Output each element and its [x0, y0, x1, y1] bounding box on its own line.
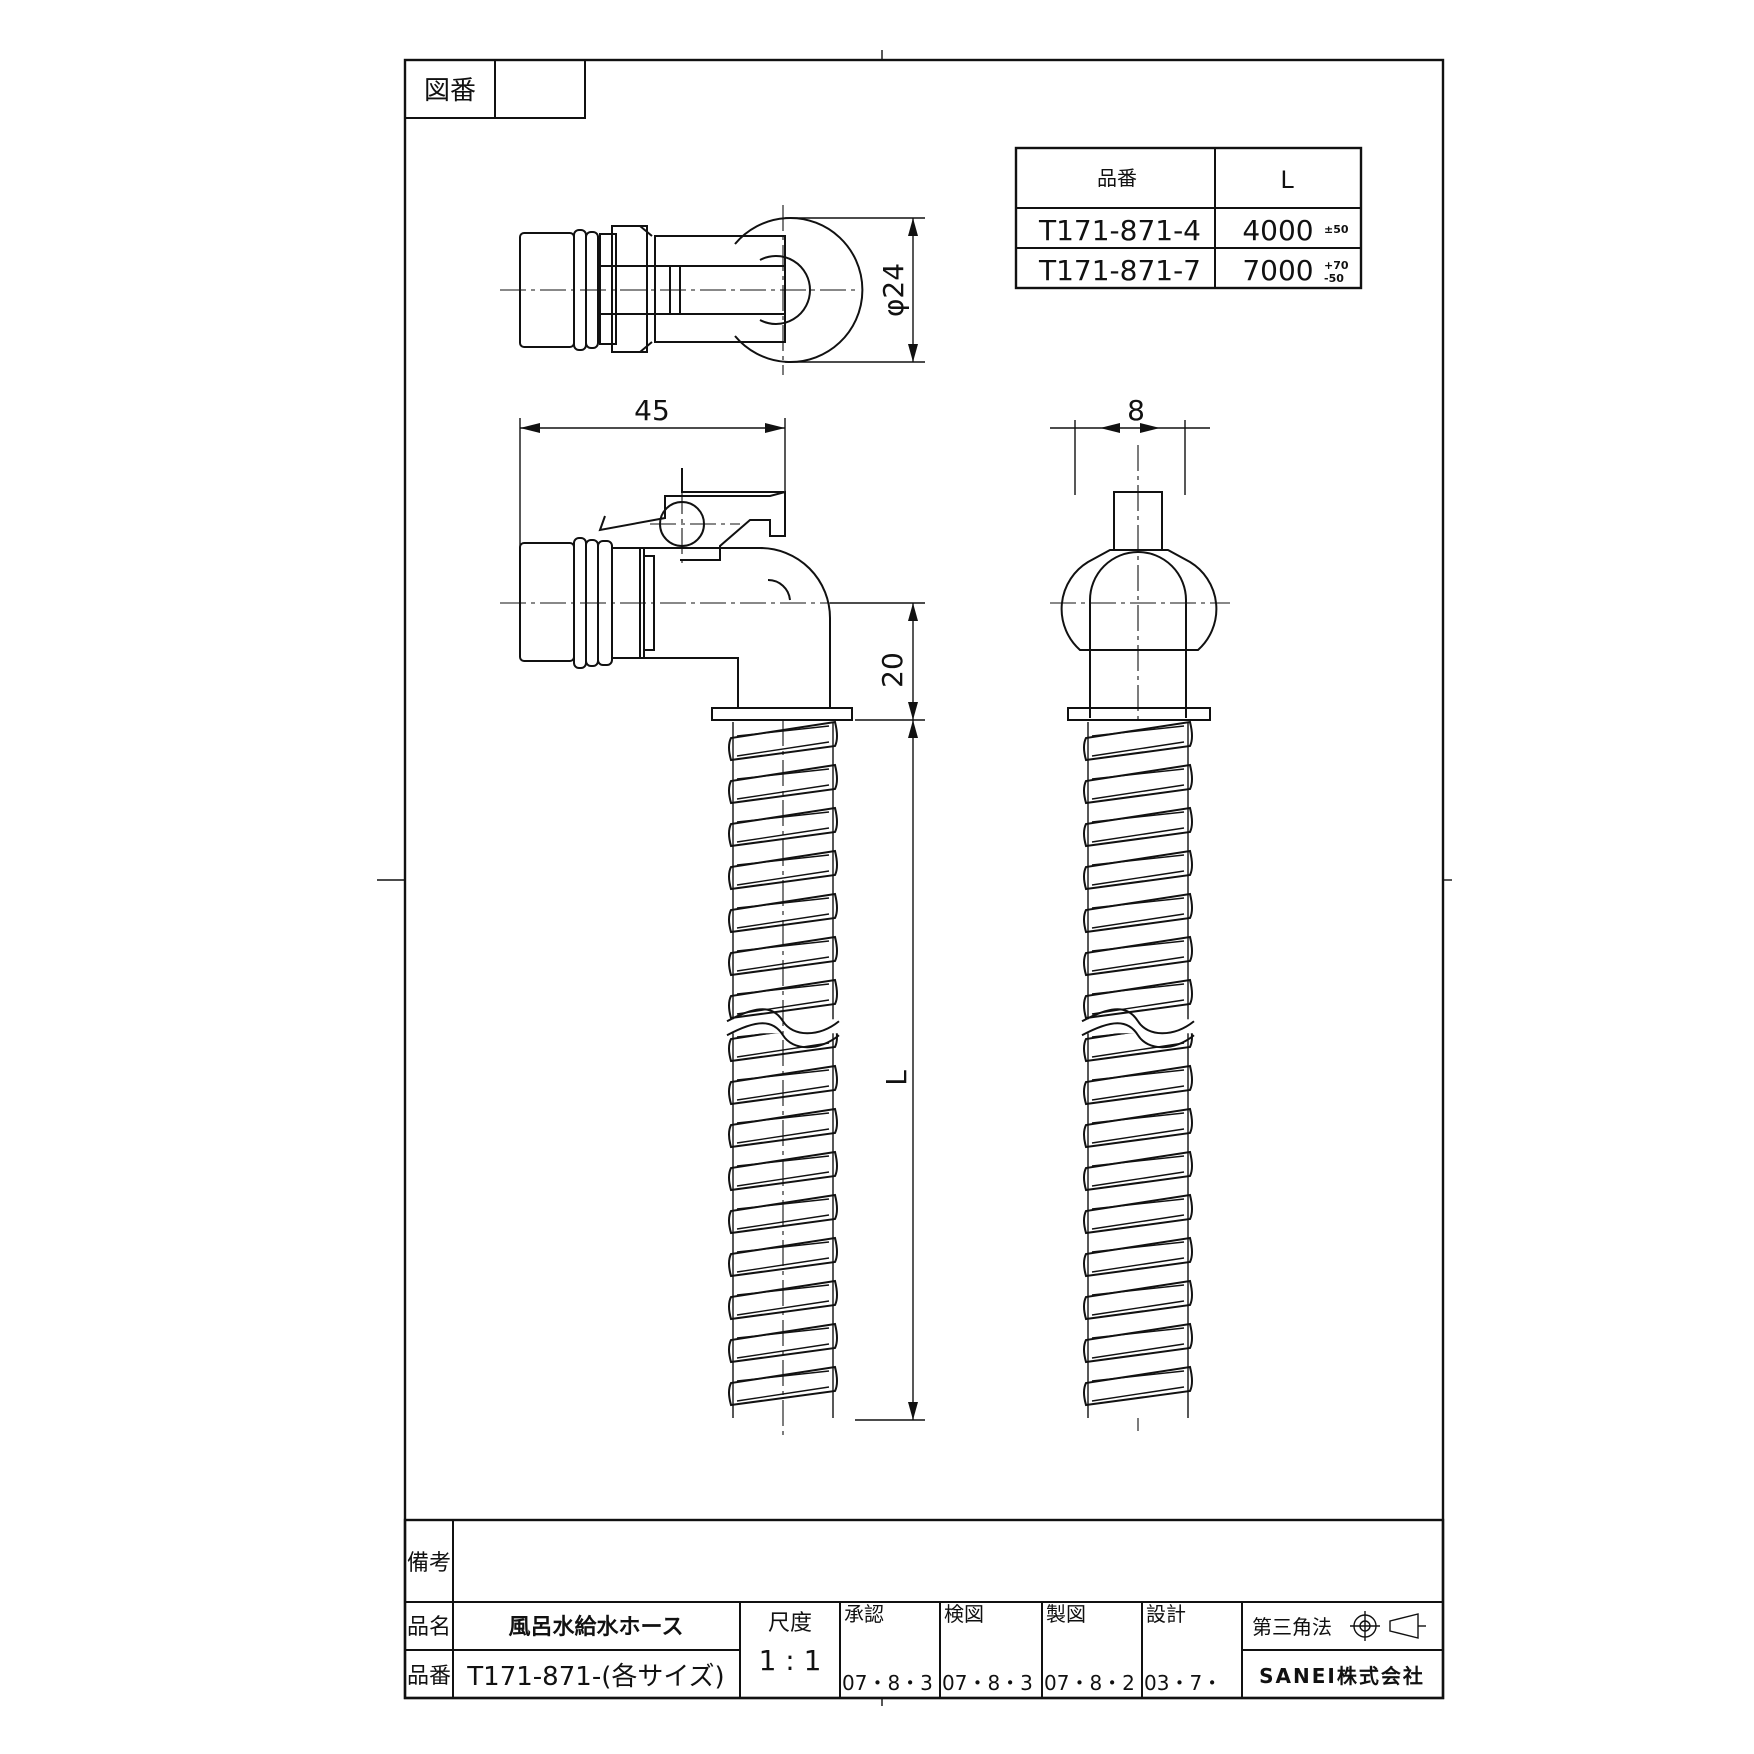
table-row-length: 4000 [1242, 214, 1313, 247]
design-label: 設計 [1146, 1602, 1186, 1626]
drawing-number-label: 図番 [424, 76, 476, 106]
table-row-part: T171-871-4 [1038, 214, 1201, 247]
break-line [726, 1022, 840, 1049]
drawn-date: 07・8・2 [1044, 1671, 1135, 1695]
checked-label: 検図 [944, 1602, 984, 1626]
hose-coil [1083, 1107, 1193, 1149]
table-row-tolerance-upper: +70 [1324, 259, 1349, 272]
company-name: SANEI株式会社 [1259, 1664, 1425, 1688]
hose-coil [728, 978, 838, 1020]
remarks-label: 備考 [407, 1551, 451, 1576]
hose-coil [1083, 806, 1193, 848]
dimension-diameter: φ24 [877, 263, 910, 317]
design-date: 03・7・ [1144, 1671, 1222, 1695]
hose-coil [1083, 1236, 1193, 1278]
part-label: 品番 [407, 1664, 451, 1689]
table-header-length: L [1280, 166, 1294, 194]
dimension-8: 8 [1127, 394, 1145, 427]
hose-coil [1083, 1150, 1193, 1192]
table-header-part: 品番 [1097, 166, 1137, 190]
approved-date: 07・8・3 [842, 1671, 933, 1695]
hose-coil [1083, 1322, 1193, 1364]
table-row-length: 7000 [1242, 254, 1313, 287]
scale-value: 1 : 1 [759, 1644, 822, 1677]
hose-coil [728, 806, 838, 848]
size-table: 品番 L T171-871-4 4000 ±50 T171-871-7 7000… [1014, 146, 1363, 290]
top-view: φ24 [500, 205, 925, 375]
hose-coil [1083, 849, 1193, 891]
hose-coil [1083, 892, 1193, 934]
table-row-tolerance: ±50 [1324, 223, 1349, 236]
front-view: 45 20 L [500, 394, 925, 1436]
side-view: 8 [1050, 394, 1230, 1436]
hose-coil [1083, 763, 1193, 805]
drawing-number-box: 図番 [404, 59, 586, 119]
drawing-frame [403, 58, 1445, 1700]
dimension-length: L [880, 1070, 913, 1086]
dimension-20: 20 [876, 652, 909, 688]
hose-coil [1083, 978, 1193, 1020]
break-line [1081, 1008, 1195, 1035]
hose-coil [1083, 720, 1193, 762]
dimension-45: 45 [634, 394, 670, 427]
part-number: T171-871-(各サイズ) [466, 1662, 724, 1692]
hose-left [725, 720, 841, 1418]
hose-coil [728, 849, 838, 891]
third-angle-projection-icon [1350, 1611, 1426, 1641]
hose-coil [1083, 1193, 1193, 1235]
break-line [1081, 1022, 1195, 1049]
hose-coil [1083, 1279, 1193, 1321]
checked-date: 07・8・3 [942, 1671, 1033, 1695]
hose-right [1080, 720, 1196, 1418]
hose-coil [1083, 1365, 1193, 1407]
title-block: 備考 品名 風呂水給水ホース 品番 T171-871-(各サイズ) 尺度 1 :… [403, 1518, 1445, 1700]
name-label: 品名 [407, 1615, 451, 1640]
hose-coil [728, 935, 838, 977]
product-name: 風呂水給水ホース [509, 1614, 684, 1640]
drawn-label: 製図 [1046, 1602, 1086, 1626]
hose-coil [1083, 1064, 1193, 1106]
table-row-tolerance-lower: -50 [1324, 272, 1344, 285]
approved-label: 承認 [844, 1602, 884, 1626]
hose-coil [1083, 935, 1193, 977]
scale-label: 尺度 [768, 1611, 812, 1636]
table-row-part: T171-871-7 [1038, 254, 1201, 287]
projection-label: 第三角法 [1252, 1615, 1332, 1639]
